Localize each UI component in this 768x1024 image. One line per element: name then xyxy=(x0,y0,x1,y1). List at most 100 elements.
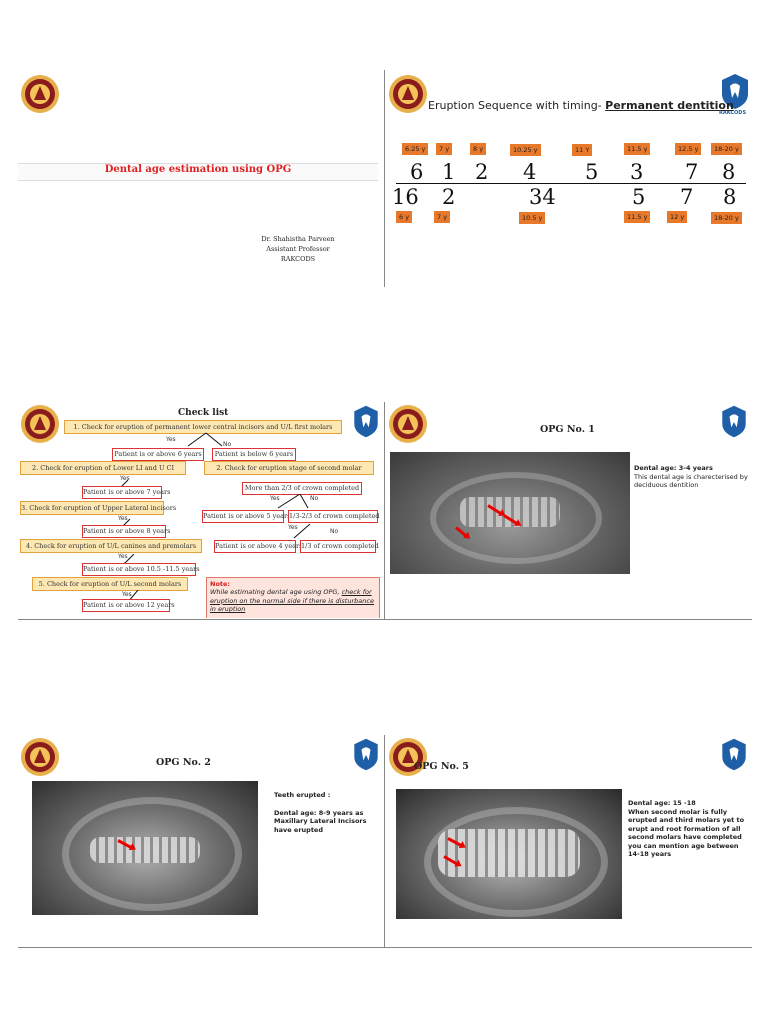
teeth-shadow xyxy=(90,837,200,863)
lower-time-tag: 10.5 y xyxy=(519,212,546,224)
lower-time-tag: 12 y xyxy=(667,211,688,223)
slide-divider xyxy=(384,70,385,287)
yes-label: Yes xyxy=(120,475,130,482)
college-crest-icon xyxy=(389,405,427,443)
college-crest-icon xyxy=(21,738,59,776)
upper-tooth-number: 3 xyxy=(630,160,644,184)
slide-bottom-border xyxy=(18,947,752,948)
title-band xyxy=(18,163,378,181)
result-above-8: Patient is or above 8 years xyxy=(82,525,171,538)
no-label: No xyxy=(223,441,232,448)
check-list-title: Check list xyxy=(178,408,229,418)
note-title: Note: xyxy=(210,580,231,588)
presentation-title: Dental age estimation using OPG xyxy=(104,164,292,175)
rakcods-logo-icon xyxy=(722,738,746,771)
crown-more-than-two-thirds: More than 2/3 of crown completed xyxy=(242,482,362,495)
branch-arrows xyxy=(293,524,311,539)
crown-one-third-to-two-thirds: 1/3-2/3 of crown completed xyxy=(288,510,379,523)
slide-divider xyxy=(384,735,385,947)
opg-xray-image xyxy=(32,781,258,915)
slide-title-opg-2: OPG No. 2 xyxy=(156,757,211,768)
author-institution: RAKCODS xyxy=(280,255,316,263)
opg-xray-image xyxy=(390,452,630,574)
crown-one-third: 1/3 of crown completed xyxy=(300,540,379,553)
yes-label: Yes xyxy=(118,553,128,560)
lower-tooth-number: 8 xyxy=(723,185,737,209)
note-text: While estimating dental age using OPG, xyxy=(210,588,340,596)
yes-label: Yes xyxy=(288,524,298,531)
result-above-4: Patient is or above 4 years xyxy=(214,540,303,553)
no-label: No xyxy=(330,528,339,535)
eruption-title: Eruption Sequence with timing- xyxy=(428,99,602,112)
result-above-12: Patient is or above 12 years xyxy=(82,599,175,612)
upper-tooth-number: 5 xyxy=(585,160,599,184)
result-below-6: Patient is below 6 years xyxy=(212,448,296,461)
lower-time-tag: 11.5 y xyxy=(624,211,651,223)
upper-time-tag: 12.5 y xyxy=(675,143,702,155)
dental-age-description: When second molar is fully erupted and t… xyxy=(628,807,745,859)
slide-divider xyxy=(384,402,385,620)
rakcods-logo-icon xyxy=(722,405,746,438)
step-4-box: 4. Check for eruption of U/L canines and… xyxy=(20,539,202,553)
slide-title-opg-5: OPG No. 5 xyxy=(414,761,469,772)
upper-tooth-number: 6 xyxy=(410,160,424,184)
rakcods-logo-icon xyxy=(354,405,378,438)
yes-label: Yes xyxy=(270,495,280,502)
upper-time-tag: 6.25 y xyxy=(402,143,429,155)
eruption-title-emphasis: Permanent dentition xyxy=(605,99,734,112)
lower-tooth-number: 5 xyxy=(632,185,646,209)
college-crest-icon xyxy=(21,75,59,113)
upper-tooth-number: 1 xyxy=(442,160,456,184)
opg-xray-image xyxy=(396,789,622,919)
lower-tooth-number: 7 xyxy=(680,185,694,209)
yes-label: Yes xyxy=(166,436,176,443)
slide-title: Dental age estimation using OPG Dr. Shah… xyxy=(18,70,382,285)
yes-label: Yes xyxy=(122,591,132,598)
teeth-shadow xyxy=(460,497,560,527)
dental-age-text: Dental age: 15 -18 xyxy=(628,799,696,807)
upper-tooth-number: 4 xyxy=(523,160,537,184)
result-above-5: Patient is or above 5 years xyxy=(202,510,291,523)
slide-opg-2: OPG No. 2 Teeth erupted : Dental age: 8-… xyxy=(18,735,382,945)
jaw-shadow xyxy=(430,472,602,564)
lower-tooth-number: 2 xyxy=(442,185,456,209)
result-above-6: Patient is or above 6 years xyxy=(112,448,204,461)
college-crest-icon xyxy=(389,75,427,113)
step-5-box: 5. Check for eruption of U/L second mola… xyxy=(32,577,188,591)
slide-eruption-sequence: RAKCODS Eruption Sequence with timing- P… xyxy=(386,70,752,285)
branch-arrows xyxy=(187,432,223,447)
step-1-box: 1. Check for eruption of permanent lower… xyxy=(64,420,342,434)
upper-time-tag: 11 Y xyxy=(572,144,593,156)
upper-time-tag: 7 y xyxy=(436,143,453,155)
upper-time-tag: 11.5 y xyxy=(624,143,651,155)
rakcods-logo-icon xyxy=(722,74,748,109)
college-crest-icon xyxy=(389,738,427,776)
upper-tooth-number: 7 xyxy=(685,160,699,184)
upper-tooth-number: 8 xyxy=(722,160,736,184)
lower-time-tag: 18-20 y xyxy=(711,212,742,224)
slide-bottom-border xyxy=(18,619,752,620)
upper-time-tag: 18-20 y xyxy=(711,143,742,155)
branch-arrows xyxy=(277,494,309,509)
slide-opg-1: OPG No. 1 Dental age: 3-4 years This den… xyxy=(386,402,752,618)
upper-tooth-number: 2 xyxy=(475,160,489,184)
dental-age-text: Dental age: 8-9 years as Maxillary Later… xyxy=(274,808,367,834)
step-2b-box: 2. Check for eruption stage of second mo… xyxy=(204,461,374,475)
upper-time-tag: 8 y xyxy=(470,143,487,155)
slide-title-opg-1: OPG No. 1 xyxy=(540,424,595,435)
no-label: No xyxy=(310,495,319,502)
step-2a-box: 2. Check for eruption of Lower LI and U … xyxy=(20,461,186,475)
lower-tooth-number: 16 xyxy=(392,185,419,209)
jaw-shadow xyxy=(62,797,242,911)
jaw-shadow xyxy=(424,807,608,917)
slide-check-list: Check list 1. Check for eruption of perm… xyxy=(18,402,382,618)
dental-age-text: Dental age: 3-4 years xyxy=(634,464,713,472)
lower-time-tag: 6 y xyxy=(396,211,413,223)
teeth-erupted-text: Teeth erupted : xyxy=(274,791,331,799)
step-3-box: 3. Check for eruption of Upper Lateral i… xyxy=(20,501,176,515)
occlusal-line xyxy=(396,183,746,184)
result-above-7: Patient is or above 7 years xyxy=(82,486,171,499)
note-underlined-text: check for eruption on the normal side if… xyxy=(210,588,374,613)
rakcods-logo-icon xyxy=(354,738,378,771)
note-box: Note: While estimating dental age using … xyxy=(206,577,380,618)
